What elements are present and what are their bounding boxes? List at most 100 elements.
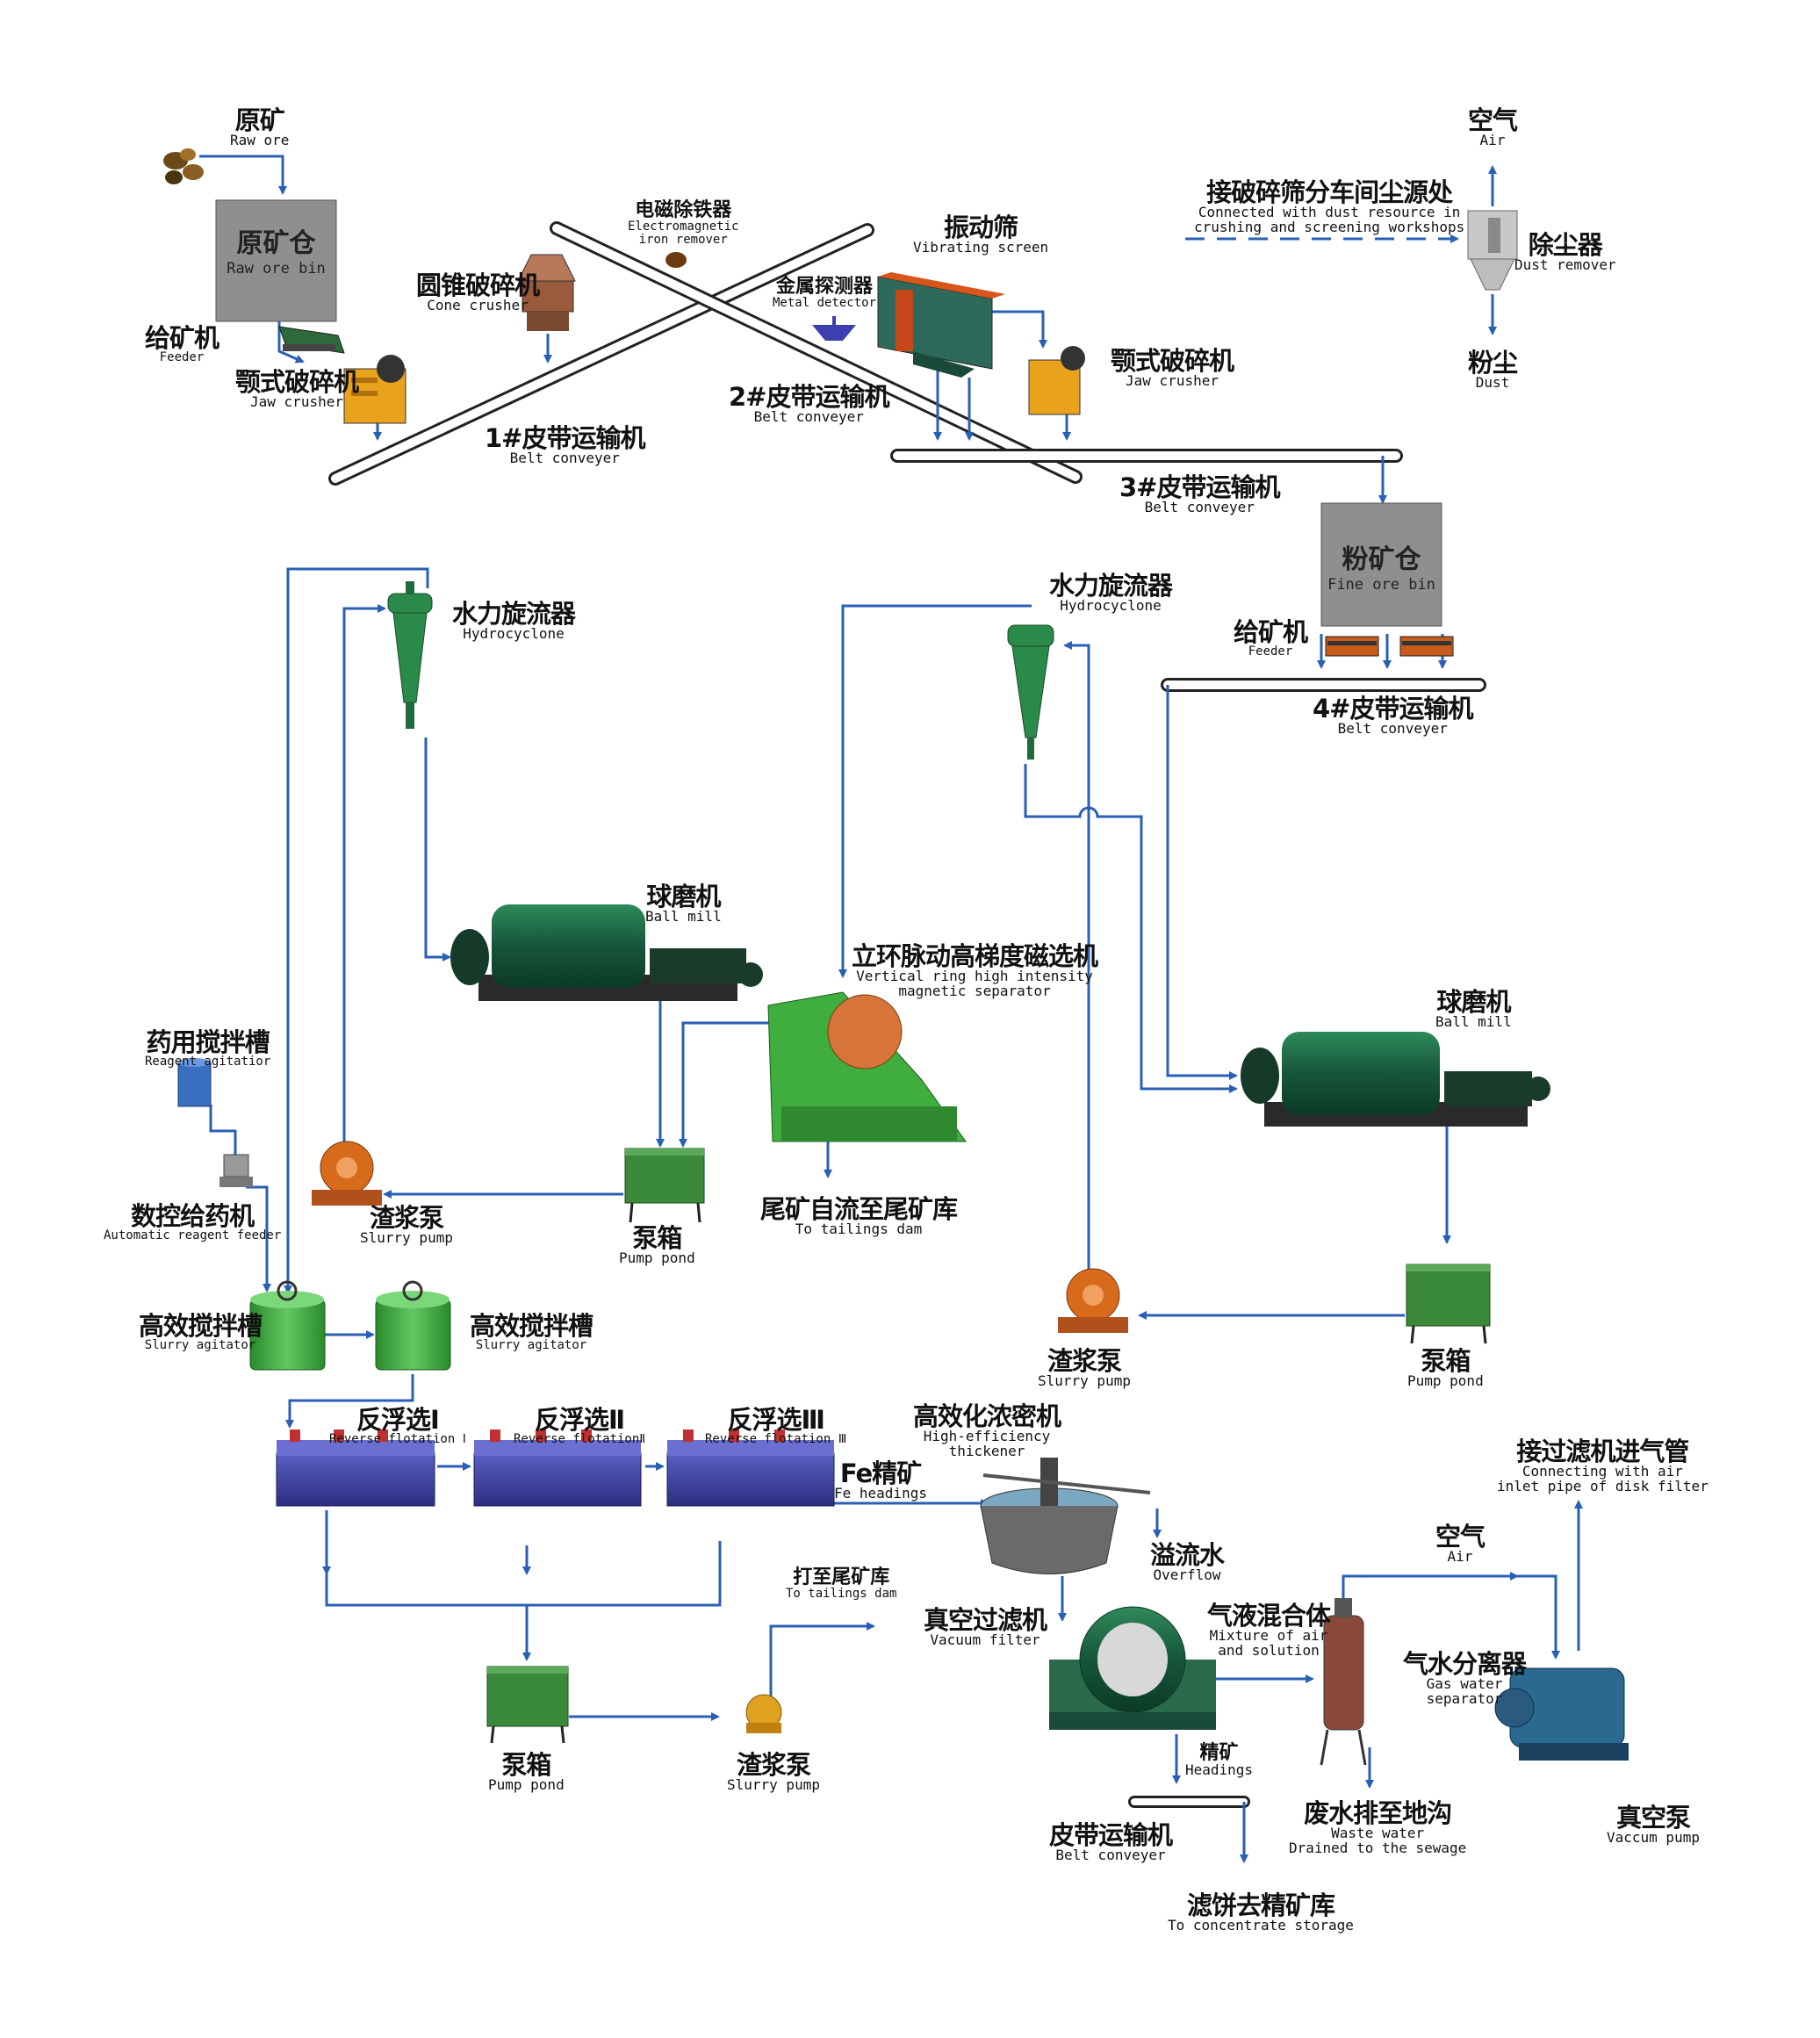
feeder-2-cn: 给矿机 [1234,617,1308,647]
pump-pond-2-icon [1406,1264,1491,1344]
metal-detector-cn: 金属探测器 [776,276,874,298]
slurry-agitator-2-en: Slurry agitator [475,1338,587,1353]
reagent-agitator-icon [177,1058,212,1107]
thickener-en2: thickener [948,1443,1025,1460]
raw-ore-bin-cn: 原矿仓 [236,228,316,259]
slurry-pump-2-cn: 渣浆泵 [1047,1346,1122,1376]
belt-conveyor-1-label: 1#皮带运输机 Belt conveyer [485,423,645,466]
reverse-flotation-2-cn: 反浮选Ⅱ [535,1405,625,1435]
dust-remover-en: Dust remover [1514,256,1616,274]
tailings-dam-1-en: To tailings dam [795,1221,923,1238]
air-1-label: 空气 Air [1468,105,1518,148]
slurry-pump-3-label: 渣浆泵 Slurry pump [727,1752,820,1793]
thickener-icon [980,1458,1151,1574]
jaw-crusher-2-cn: 颚式破碎机 [1111,346,1234,376]
belt-4-cn: 4#皮带运输机 [1313,694,1473,724]
tailings-dam-1-cn: 尾矿自流至尾矿库 [760,1194,958,1224]
air-2-cn: 空气 [1435,1522,1485,1552]
pump-pond-3-icon [486,1666,569,1744]
dust-remover-label: 除尘器 Dust remover [1514,232,1616,273]
slurry-agitator-1-en: Slurry agitator [144,1338,256,1353]
flotation-bank-2-icon [473,1429,642,1507]
feeder-1-en: Feeder [159,350,205,365]
belt-conveyor-4-label: 4#皮带运输机 Belt conveyer [1313,694,1473,737]
slurry-agitator-1-icon [249,1280,326,1371]
jaw-crusher-1-icon [343,355,406,424]
fine-ore-bin-shape [1320,502,1442,627]
vacuum-pump-icon [1494,1667,1629,1761]
reverse-flotation-1-cn: 反浮选Ⅰ [356,1405,440,1435]
headings-cn: 精矿 [1199,1742,1239,1764]
auto-reagent-feeder-label: 数控给药机 Automatic reagent feeder [104,1203,281,1242]
fe-headings-cn: Fe精矿 [839,1458,922,1488]
cone-crusher-label: 圆锥破碎机 Cone crusher [416,272,540,313]
ball-mill-1-label: 球磨机 Ball mill [645,883,722,925]
belt-conveyor-2-label: 2#皮带运输机 Belt conveyer [729,384,889,426]
vibrating-screen-cn: 振动筛 [944,212,1018,242]
fine-ore-bin-cn: 粉矿仓 [1342,544,1421,575]
raw-ore-label: 原矿 Raw ore [230,107,289,148]
dust-source-label: 接破碎筛分车间尘源处 Connected with dust resource … [1194,179,1464,235]
magnetic-separator-en2: magnetic separator [898,983,1051,1000]
vibrating-screen-label: 振动筛 Vibrating screen [913,214,1048,256]
auto-reagent-feeder-cn: 数控给药机 [131,1201,255,1231]
filter-cake-en: To concentrate storage [1168,1917,1354,1934]
jaw-crusher-2-en: Jaw crusher [1126,372,1219,390]
feeder-2-label: 给矿机 Feeder [1234,617,1308,659]
slurry-pump-1-icon [312,1141,382,1206]
slurry-pump-1-en: Slurry pump [360,1229,453,1247]
air-2-label: 空气 Air [1435,1523,1485,1565]
cone-crusher-icon [517,254,576,331]
slurry-pump-3-cn: 渣浆泵 [736,1750,811,1780]
tailings-dam-1-label: 尾矿自流至尾矿库 To tailings dam [760,1194,958,1238]
waste-water-en2: Drained to the sewage [1289,1840,1467,1857]
jaw-crusher-2-icon [1028,346,1085,415]
belt-2-en: Belt conveyer [753,408,864,426]
metal-detector-label: 金属探测器 Metal detector [773,277,876,310]
ball-mill-2-cn: 球磨机 [1436,987,1511,1017]
magnetic-separator-icon [767,991,967,1142]
vacuum-pump-cn: 真空泵 [1615,1803,1691,1833]
pump-pond-3-label: 泵箱 Pump pond [488,1752,565,1793]
fine-ore-bin-label: 粉矿仓 Fine ore bin [1321,537,1442,594]
reverse-flotation-1-label: 反浮选Ⅰ Reverse flotation Ⅰ [329,1407,466,1446]
jaw-crusher-1-cn: 颚式破碎机 [235,367,359,397]
magnetic-separator-cn: 立环脉动高梯度磁选机 [852,941,1098,971]
belt-3-en: Belt conveyer [1144,499,1255,516]
slurry-pump-3-en: Slurry pump [727,1776,820,1794]
slurry-pump-2-icon [1058,1268,1128,1333]
slurry-pump-3-icon [745,1694,782,1733]
iron-remover-icon [665,252,687,268]
fine-ore-bin-en: Fine ore bin [1327,576,1435,594]
metal-detector-en: Metal detector [773,296,877,311]
hydrocyclone-2-label: 水力旋流器 Hydrocyclone [1049,573,1173,614]
raw-ore-bin-label: 原矿仓 Raw ore bin [216,221,336,277]
vacuum-pump-en: Vaccum pump [1607,1829,1700,1847]
fe-headings-en: Fe headings [834,1485,927,1502]
pump-pond-1-label: 泵箱 Pump pond [619,1225,695,1266]
slurry-agitator-2-cn: 高效搅拌槽 [470,1311,593,1341]
filter-inlet-pipe-cn: 接过滤机进气管 [1516,1437,1689,1466]
iron-remover-en: Electromagnetic [628,220,739,234]
waste-water-en: Waste water [1331,1825,1425,1842]
dust-label: 粉尘 Dust [1468,349,1518,391]
hydrocyclone-1-label: 水力旋流器 Hydrocyclone [452,599,576,642]
air-1-cn: 空气 [1468,105,1518,135]
magnetic-separator-en: Vertical ring high intensity [856,968,1093,985]
mixture-cn: 气液混合体 [1207,1601,1331,1631]
gas-water-separator-label: 气水分离器 Gas water separator [1403,1651,1527,1707]
hydrocyclone-1-cn: 水力旋流器 [452,599,576,629]
overflow-label: 溢流水 Overflow [1150,1542,1225,1583]
mixture-en: Mixture of air [1209,1627,1328,1645]
tailings-dam-2-en: To tailings dam [786,1587,897,1602]
pump-pond-2-en: Pump pond [1407,1372,1484,1390]
filter-cake-cn: 滤饼去精矿库 [1186,1890,1335,1920]
iron-remover-cn: 电磁除铁器 [635,199,732,221]
belt-conveyor-1 [328,223,874,486]
belt-1-cn: 1#皮带运输机 [485,423,645,453]
headings-en: Headings [1185,1761,1254,1779]
slurry-agitator-2-label: 高效搅拌槽 Slurry agitator [470,1313,593,1352]
fe-headings-label: Fe精矿 Fe headings [834,1460,927,1501]
slurry-pump-2-en: Slurry pump [1038,1372,1131,1390]
reagent-agitator-cn: 药用搅拌槽 [146,1027,270,1057]
